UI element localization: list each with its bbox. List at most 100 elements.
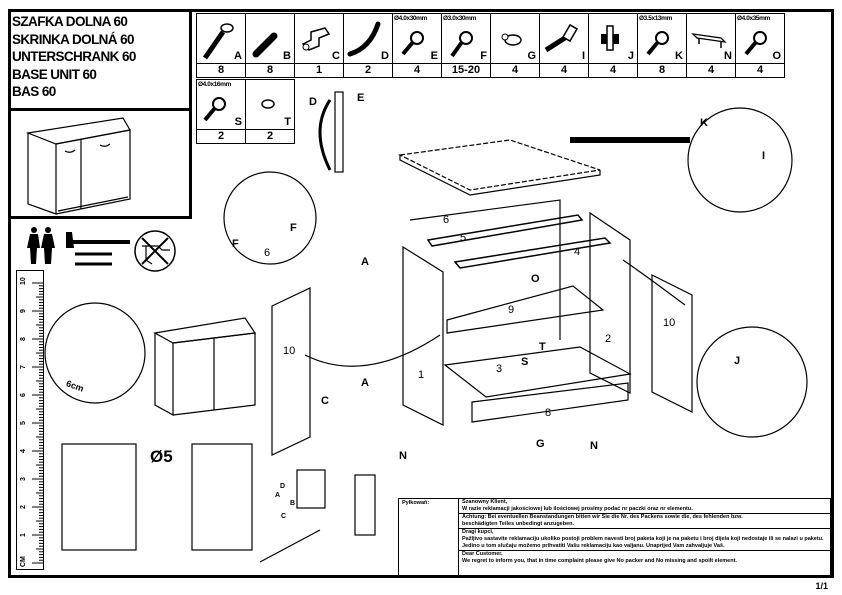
callout-10-right: 10 xyxy=(663,317,676,329)
notice-row-pl: Szanowny Klient, W razie reklamacji jako… xyxy=(459,499,830,514)
cam-connector-icon xyxy=(501,33,522,46)
callout-8: 8 xyxy=(545,407,552,419)
title-line-en: BASE UNIT 60 xyxy=(12,66,97,82)
part-qty: 15-20 xyxy=(441,63,491,78)
ruler-label: 1 xyxy=(20,533,27,537)
callout-6-detail: 6 xyxy=(264,247,271,259)
part-qty: 2 xyxy=(343,63,393,78)
label-o: O xyxy=(531,273,540,285)
tools-illustration xyxy=(27,227,130,266)
ruler-ticks xyxy=(32,282,44,564)
ruler-unit: CM xyxy=(20,556,27,567)
label-i: I xyxy=(762,150,766,162)
callout-6: 6 xyxy=(443,214,450,226)
label-g: G xyxy=(536,438,545,450)
product-preview-box xyxy=(8,111,192,219)
part-cell-g: G xyxy=(490,13,540,64)
leg-bracket-icon xyxy=(691,33,727,48)
part-cell-i: I xyxy=(539,13,589,64)
callout-3: 3 xyxy=(496,363,503,375)
callout-10-left: 10 xyxy=(283,345,296,357)
callout-1: 1 xyxy=(418,369,425,381)
ruler-label: 4 xyxy=(20,449,27,453)
part-cell-n: N xyxy=(686,13,736,64)
hinge-label-c: C xyxy=(281,513,287,520)
part-cell-f: Ø3.0x30mm F xyxy=(441,13,491,64)
hinge-label-d: D xyxy=(280,483,286,490)
part-qty: 2 xyxy=(196,129,246,144)
title-line-fr: BAS 60 xyxy=(12,84,56,99)
label-a-bottom: A xyxy=(361,377,369,389)
ruler-label: 3 xyxy=(20,477,27,481)
screw-icon xyxy=(646,31,669,56)
ruler-label: 9 xyxy=(20,309,27,313)
wooden-dowel-icon xyxy=(252,32,278,58)
no-power-drill-icon xyxy=(134,230,176,272)
label-t: T xyxy=(539,341,546,353)
part-cell-o: Ø4.0x35mm O xyxy=(735,13,785,64)
part-cell-a: A xyxy=(196,13,246,64)
cap-icon xyxy=(261,99,275,109)
screw-icon xyxy=(203,97,226,122)
screwdriver-icon xyxy=(75,252,112,266)
hammer-icon xyxy=(66,232,130,248)
part-cell-c: C xyxy=(294,13,344,64)
notice-row-de: Achtung: Bei eventuellen Beanstandungen … xyxy=(459,514,830,529)
label-k: K xyxy=(700,117,708,129)
cam-lock-icon xyxy=(301,27,331,51)
two-persons-icon xyxy=(27,227,55,264)
part-cell-e: Ø4.0x30mm E xyxy=(392,13,442,64)
callout-9: 9 xyxy=(508,304,515,316)
hinge-label-b: B xyxy=(290,500,296,507)
notice-row-en: Dear Customer, We regret to inform you, … xyxy=(462,551,737,564)
customer-notice: Pyłkowań: Szanowny Klient, W razie rekla… xyxy=(398,498,831,577)
part-qty: 8 xyxy=(245,63,295,78)
title-line-de: UNTERSCHRANK 60 xyxy=(12,49,136,64)
page-frame xyxy=(8,9,834,578)
part-qty: 4 xyxy=(539,63,589,78)
screw-icon xyxy=(744,31,767,56)
part-cell-s: Ø4.0x16mm S xyxy=(196,79,246,130)
label-d: D xyxy=(309,96,317,108)
part-qty: 2 xyxy=(245,129,295,144)
ruler-label: 5 xyxy=(20,421,27,425)
ruler-label: 8 xyxy=(20,337,27,341)
ruler-label: 7 xyxy=(20,365,27,369)
label-a-top: A xyxy=(361,256,369,268)
label-j: J xyxy=(734,355,741,367)
part-cell-d: D xyxy=(343,13,393,64)
hinge-icon xyxy=(601,25,619,51)
part-qty: 8 xyxy=(196,63,246,78)
ruler: 10 9 8 7 6 5 4 3 2 1 CM xyxy=(16,270,44,570)
part-qty: 8 xyxy=(637,63,687,78)
label-e: E xyxy=(357,92,365,104)
part-qty: 4 xyxy=(735,63,785,78)
parts-table-extra: Ø4.0x16mm S T 2 2 xyxy=(196,79,295,144)
cabinet-preview-icon xyxy=(25,117,131,215)
callout-5: 5 xyxy=(460,232,467,244)
notice-row-hr: Dragi kupci, Pažljivo sastavite reklamac… xyxy=(459,529,830,551)
notice-left-label: Pyłkowań: xyxy=(399,499,459,577)
title-line-sk: SKRINKA DOLNÁ 60 xyxy=(12,31,135,47)
label-f-left: F xyxy=(232,238,239,250)
screw-icon xyxy=(401,31,424,56)
ruler-label: 10 xyxy=(20,277,27,285)
hinge-label-a: A xyxy=(275,492,281,499)
part-cell-b: B xyxy=(245,13,295,64)
ruler-label: 2 xyxy=(20,505,27,509)
callout-2: 2 xyxy=(605,333,612,345)
part-qty: 4 xyxy=(490,63,540,78)
label-n-left: N xyxy=(399,450,407,462)
label-s: S xyxy=(521,356,529,368)
parts-table: A B C D Ø4.0x30mm E Ø3.0x30mm F G I J xyxy=(196,13,785,78)
drill-diameter-label: Ø5 xyxy=(150,447,173,466)
label-c: C xyxy=(321,395,329,407)
part-cell-t: T xyxy=(245,79,295,130)
part-qty: 4 xyxy=(686,63,736,78)
dowel-screw-icon xyxy=(202,23,234,60)
handle-icon xyxy=(347,21,381,57)
callout-4: 4 xyxy=(574,246,581,258)
title-line-pl: SZAFKA DOLNA 60 xyxy=(12,14,128,29)
ruler-label: 6 xyxy=(20,393,27,397)
part-qty: 4 xyxy=(392,63,442,78)
